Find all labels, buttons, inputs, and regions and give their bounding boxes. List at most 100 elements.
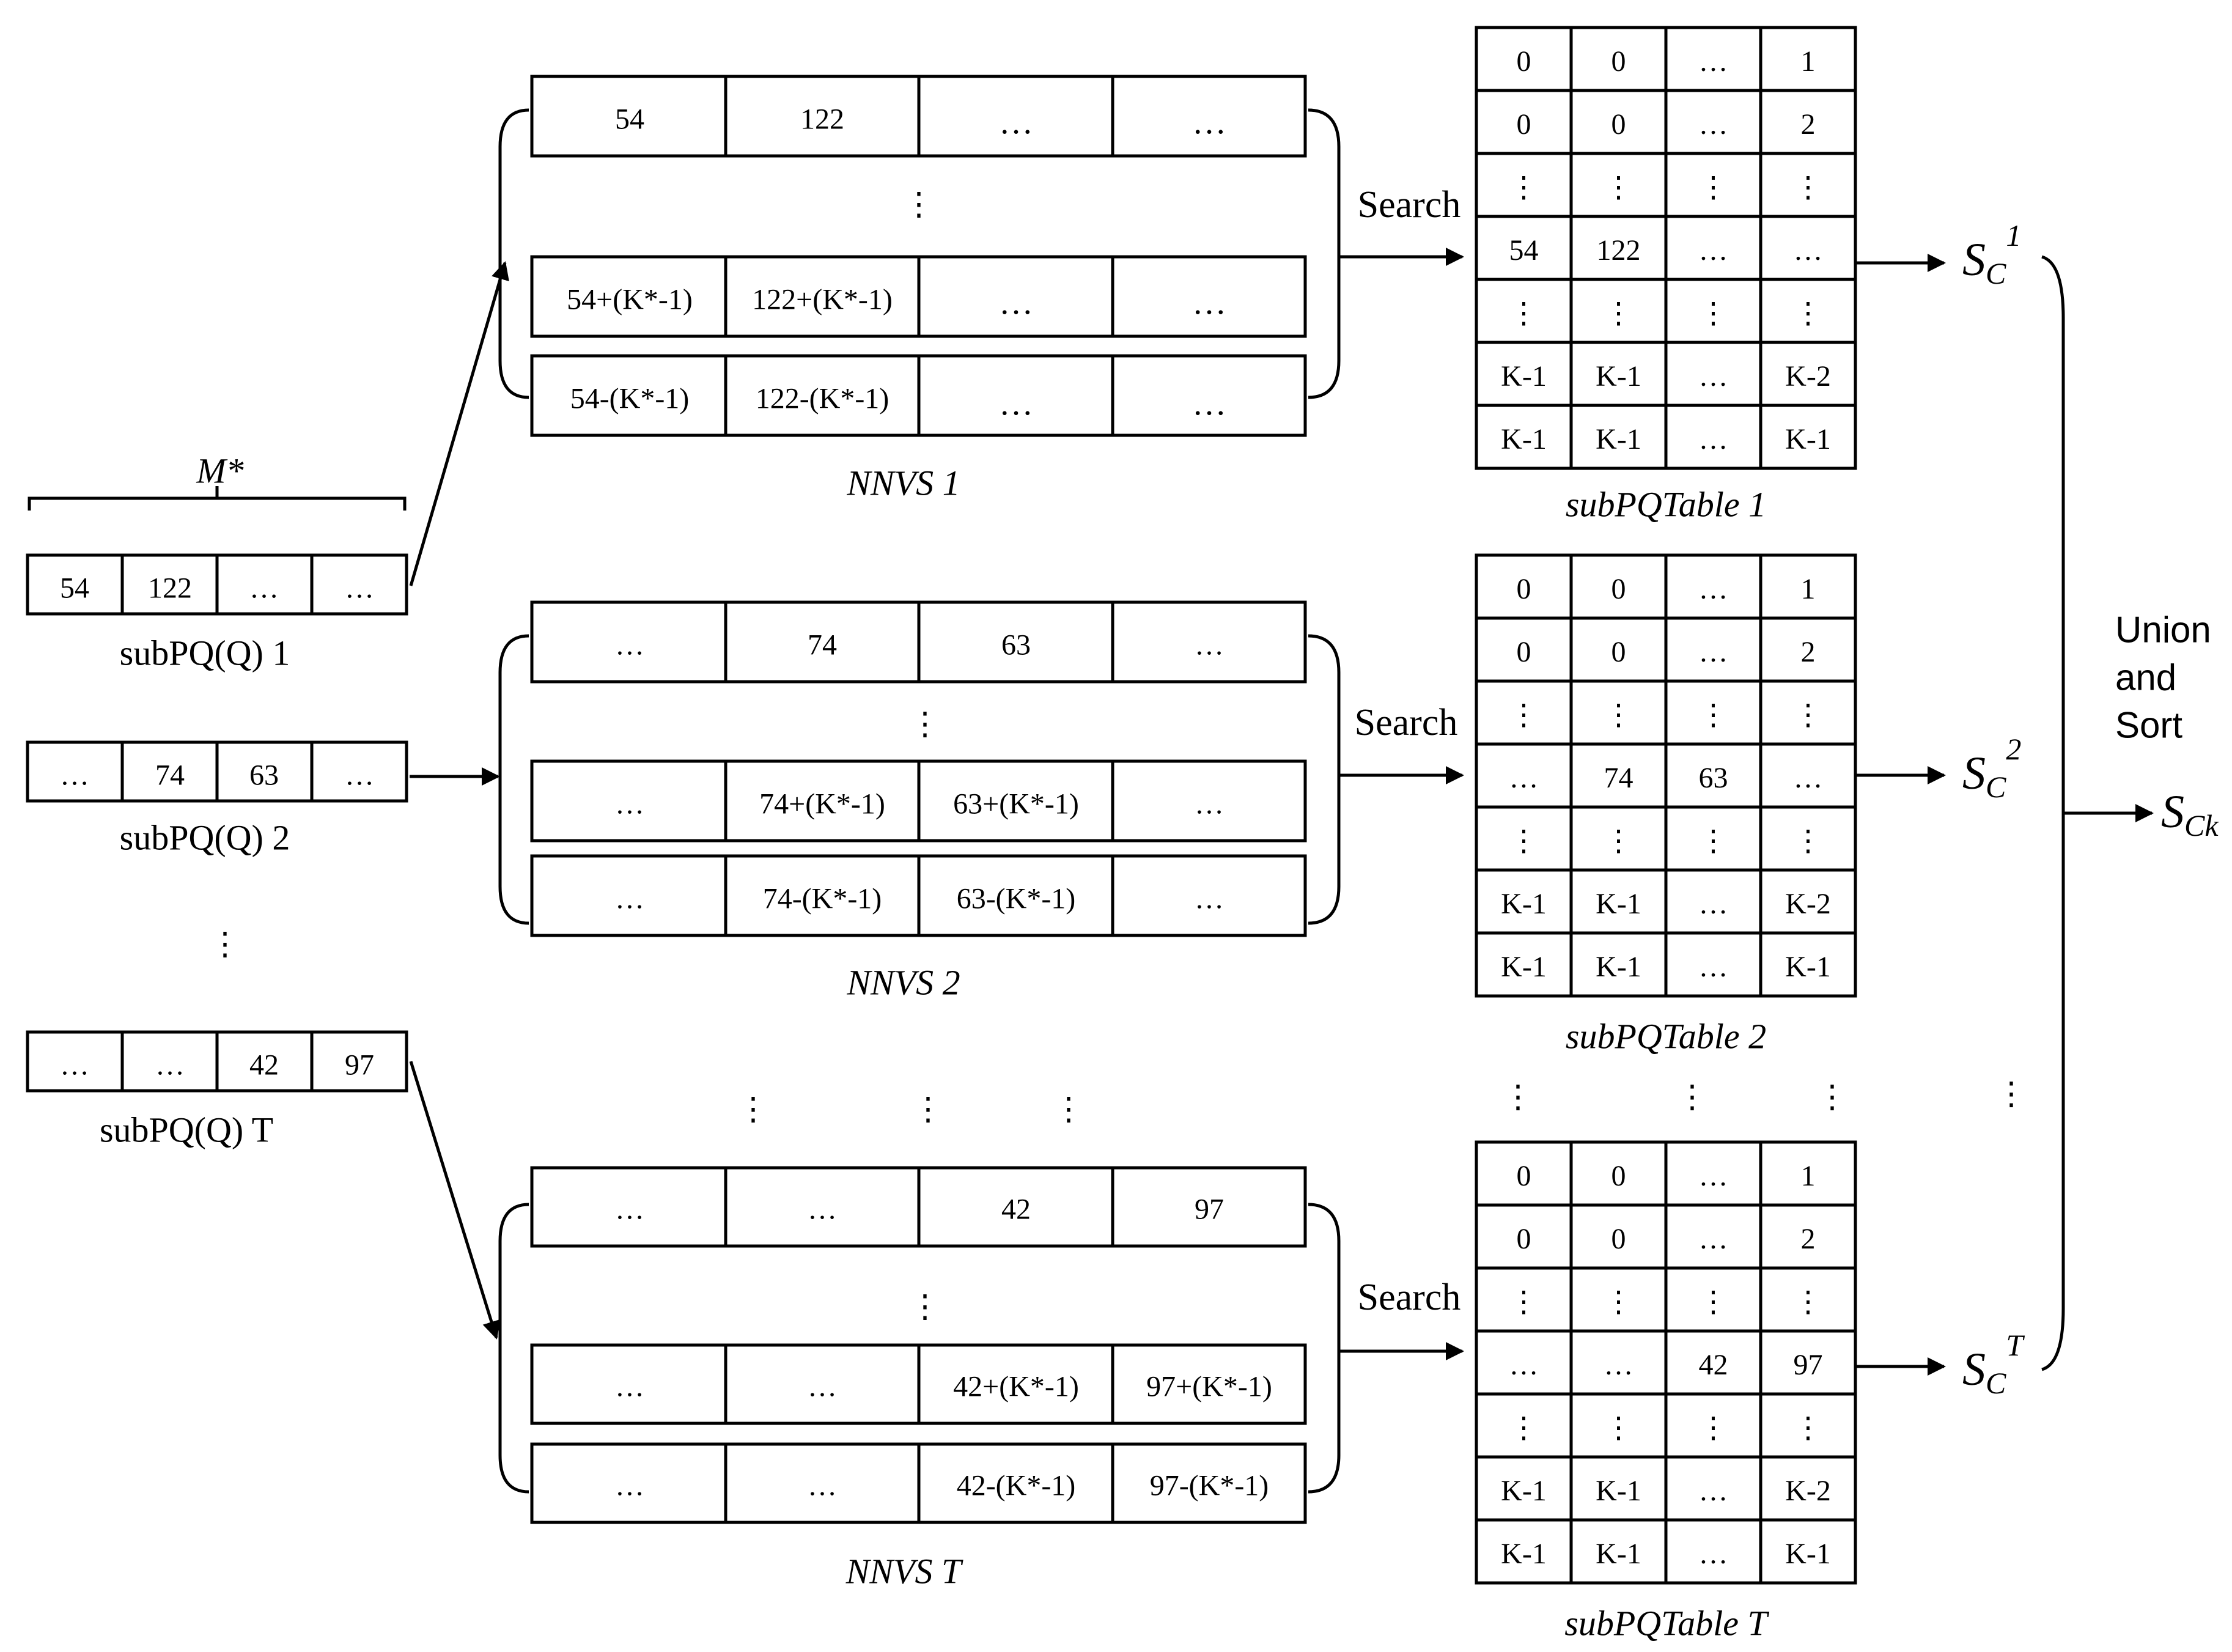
table-cell: 0 xyxy=(1517,45,1531,78)
nnvs-cell: … xyxy=(615,1193,644,1226)
subpq-block-2: … 74 63 … subPQ(Q) 2 xyxy=(26,740,408,858)
subpq-cell: 74 xyxy=(155,759,185,792)
table-cell: ⋮ xyxy=(1604,1286,1633,1318)
table-cell: … xyxy=(1699,573,1728,605)
table-cell: K-1 xyxy=(1501,888,1547,920)
final-output: SCk xyxy=(2161,786,2219,843)
nnvs-cell: … xyxy=(999,103,1033,141)
nnvs-cell: 54-(K*-1) xyxy=(570,383,690,415)
table-cell: K-2 xyxy=(1785,1475,1831,1507)
table-cell: 0 xyxy=(1517,1160,1531,1192)
union-label-line1: Union xyxy=(2115,610,2211,651)
vertical-ellipsis: ⋮ xyxy=(1053,1093,1085,1127)
subpq-cell: … xyxy=(345,572,374,605)
search-label: Search xyxy=(1358,184,1461,226)
nnvs-cell: 42-(K*-1) xyxy=(957,1470,1076,1502)
table-cell: ⋮ xyxy=(1604,699,1633,731)
table-cell: ⋮ xyxy=(1509,1412,1539,1444)
subpq-cell: 42 xyxy=(249,1049,279,1082)
subpq-cell: … xyxy=(155,1049,185,1082)
table-cell: 1 xyxy=(1801,573,1816,605)
sc-output-2-base: S xyxy=(1962,748,1986,799)
table-cell: 2 xyxy=(1801,1223,1816,1255)
vertical-ellipsis: ⋮ xyxy=(1502,1080,1534,1115)
subpq-label: subPQ(Q) T xyxy=(100,1110,273,1150)
table-cell: 0 xyxy=(1517,573,1531,605)
union-brace xyxy=(2041,255,2065,1371)
table-cell: ⋮ xyxy=(1699,825,1728,857)
nnvs-label: NNVS 1 xyxy=(846,463,960,503)
vertical-ellipsis: ⋮ xyxy=(737,1093,769,1127)
sc-output-T: SCT xyxy=(1962,1328,2025,1400)
subpq-cell: 97 xyxy=(345,1049,374,1082)
sc-output-T-base: S xyxy=(1962,1344,1986,1395)
table-cell: K-1 xyxy=(1501,1475,1547,1507)
nnvs-cell: … xyxy=(615,1470,644,1502)
nnvs-cell: 74+(K*-1) xyxy=(759,788,885,820)
table-cell: … xyxy=(1699,888,1728,920)
table-cell: 0 xyxy=(1517,636,1531,668)
table-cell: ⋮ xyxy=(1699,1286,1728,1318)
vertical-ellipsis: ⋮ xyxy=(909,1290,941,1325)
nnvs-cell: 63 xyxy=(1001,629,1031,662)
union-label-line2: and xyxy=(2115,657,2176,698)
vertical-ellipsis: ⋮ xyxy=(209,927,241,962)
vertical-ellipsis: ⋮ xyxy=(1816,1080,1848,1115)
subpq-label: subPQ(Q) 1 xyxy=(120,633,290,673)
table-cell: ⋮ xyxy=(1699,1412,1728,1444)
table-cell: ⋮ xyxy=(1699,699,1728,731)
table-cell: 2 xyxy=(1801,108,1816,141)
table-cell: … xyxy=(1699,45,1728,78)
table-cell: ⋮ xyxy=(1509,825,1539,857)
arrow-subpq1-to-nnvs1 xyxy=(409,261,509,586)
table-cell: K-1 xyxy=(1596,1538,1641,1570)
nnvs-cell: … xyxy=(615,788,644,820)
table-cell: ⋮ xyxy=(1794,699,1823,731)
table-cell: K-1 xyxy=(1501,951,1547,983)
table-cell: ⋮ xyxy=(1794,297,1823,330)
subpq-block-3: … … 42 97 subPQ(Q) T xyxy=(26,1030,408,1150)
table-cell: … xyxy=(1794,762,1823,794)
nnvs-cell: 97+(K*-1) xyxy=(1146,1371,1272,1403)
search-label: Search xyxy=(1355,702,1458,743)
search-label: Search xyxy=(1358,1277,1461,1318)
sc-output-2: SC2 xyxy=(1962,732,2021,804)
table-cell: K-1 xyxy=(1596,423,1641,455)
table-cell: ⋮ xyxy=(1604,297,1633,330)
nnvs-cell: … xyxy=(1192,284,1226,322)
table-cell: … xyxy=(1699,1538,1728,1570)
table-cell: ⋮ xyxy=(1604,171,1633,204)
table-cell: K-1 xyxy=(1501,360,1547,393)
table-cell: … xyxy=(1699,423,1728,455)
nnvs-cell: 54+(K*-1) xyxy=(567,284,693,316)
table-cell: … xyxy=(1699,951,1728,983)
vertical-ellipsis: ⋮ xyxy=(1676,1080,1708,1115)
sc-output-T-sup: T xyxy=(2006,1328,2025,1362)
nnvs-cell: … xyxy=(1195,883,1224,915)
table-cell: 63 xyxy=(1699,762,1728,794)
table-cell: 1 xyxy=(1801,45,1816,78)
final-output-sub: Ck xyxy=(2184,808,2219,843)
table-cell: … xyxy=(1699,1223,1728,1255)
table-cell: … xyxy=(1794,234,1823,267)
subpq-cell: … xyxy=(60,1049,89,1082)
table-cell: ⋮ xyxy=(1509,1286,1539,1318)
sc-output-1: SC1 xyxy=(1962,218,2021,290)
table-cell: K-1 xyxy=(1785,951,1831,983)
table-cell: K-1 xyxy=(1785,1538,1831,1570)
table-cell: K-1 xyxy=(1596,888,1641,920)
nnvs-cell: 97-(K*-1) xyxy=(1150,1470,1269,1502)
final-output-base: S xyxy=(2161,786,2184,838)
table-cell: 0 xyxy=(1611,1223,1626,1255)
table-cell: 74 xyxy=(1604,762,1633,794)
nnvs-cell: … xyxy=(1192,385,1226,422)
subpq-cell: 63 xyxy=(249,759,279,792)
m-star-label: M* xyxy=(196,451,243,491)
table-cell: ⋮ xyxy=(1699,171,1728,204)
nnvs-label: NNVS 2 xyxy=(846,963,960,1003)
nnvs-cell: … xyxy=(1192,103,1226,141)
table-cell: … xyxy=(1509,1349,1539,1381)
table-label: subPQTable 1 xyxy=(1566,485,1766,525)
